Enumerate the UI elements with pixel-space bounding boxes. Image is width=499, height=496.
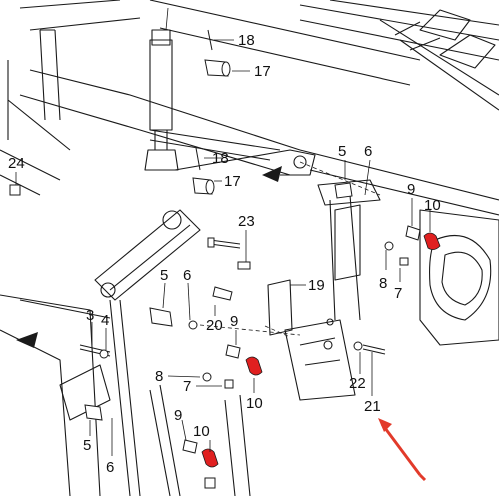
callout-17-top: 17 bbox=[254, 63, 271, 80]
callout-6-top: 6 bbox=[364, 143, 372, 160]
callout-19: 19 bbox=[308, 277, 325, 294]
clip-10-right bbox=[423, 232, 441, 250]
parts bbox=[9, 29, 421, 489]
callout-18-top: 18 bbox=[238, 32, 255, 49]
callout-4: 4 bbox=[101, 312, 109, 329]
callout-5-top: 5 bbox=[338, 143, 346, 160]
callout-6-mid: 6 bbox=[183, 267, 191, 284]
callout-7-right: 7 bbox=[394, 285, 402, 302]
callout-17-mid: 17 bbox=[224, 173, 241, 190]
clip-10-middle bbox=[245, 356, 263, 376]
callout-labels: 18 17 24 5 6 18 17 9 10 23 8 7 5 6 19 20… bbox=[8, 32, 441, 476]
callout-10-mid: 10 bbox=[246, 395, 263, 412]
callout-5-mid: 5 bbox=[160, 267, 168, 284]
callout-9-mid: 9 bbox=[230, 313, 238, 330]
callout-8-mid: 8 bbox=[155, 368, 163, 385]
callout-21: 21 bbox=[364, 398, 381, 415]
callout-9-right: 9 bbox=[407, 181, 415, 198]
callout-10-lower: 10 bbox=[193, 423, 210, 440]
clip-10-lower bbox=[201, 448, 219, 468]
callout-5-lower: 5 bbox=[83, 437, 91, 454]
direction-arrowheads bbox=[16, 166, 282, 348]
callout-24: 24 bbox=[8, 155, 25, 172]
callout-7-mid: 7 bbox=[183, 378, 191, 395]
callout-8-right: 8 bbox=[379, 275, 387, 292]
callout-20: 20 bbox=[206, 317, 223, 334]
callout-6-lower: 6 bbox=[106, 459, 114, 476]
callout-18-mid: 18 bbox=[212, 150, 229, 167]
arrowhead-upper bbox=[262, 166, 282, 182]
leader-lines bbox=[15, 7, 431, 456]
callout-22: 22 bbox=[349, 375, 366, 392]
callout-23: 23 bbox=[238, 213, 255, 230]
arrowhead-left bbox=[16, 332, 38, 348]
callout-9-lower: 9 bbox=[174, 407, 182, 424]
callout-10-right: 10 bbox=[424, 197, 441, 214]
red-pointer-arrow bbox=[378, 418, 427, 482]
red-clips bbox=[201, 232, 441, 468]
callout-3: 3 bbox=[86, 307, 94, 324]
